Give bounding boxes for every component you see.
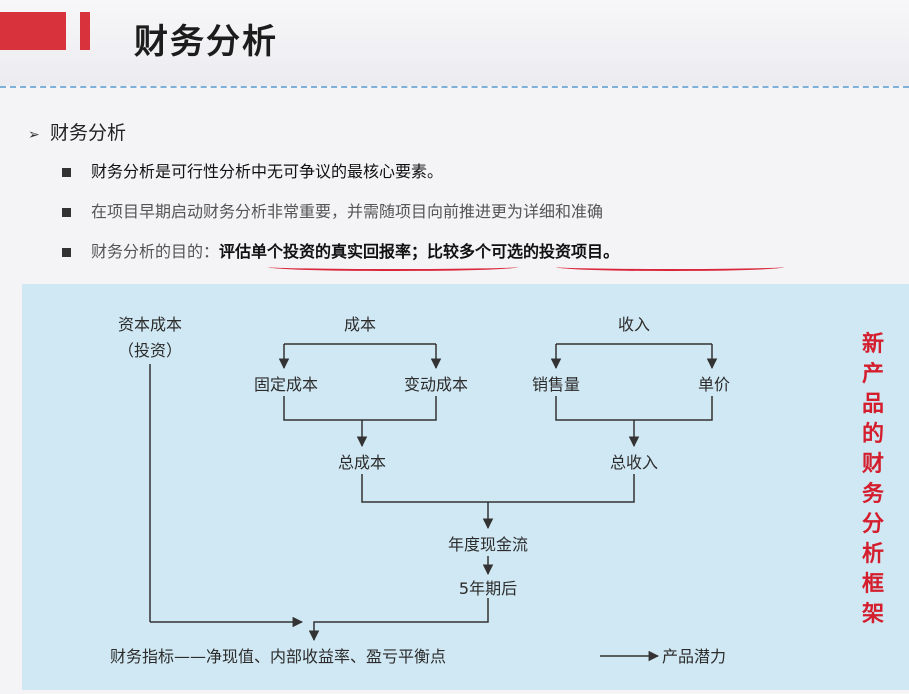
bullet-end: 。 [603,242,620,261]
bullet-text: 财务分析是可行性分析中无可争议的最核心要素。 [91,162,444,181]
total-cost-label: 总成本 [338,453,386,472]
bullet-item: 财务分析是可行性分析中无可争议的最核心要素。 [62,158,443,182]
bullet-emphasis-1: 评估单个投资的真实回报率 [219,242,412,261]
variable-cost-label: 变动成本 [404,375,468,394]
bullet-item: 财务分析的目的：评估单个投资的真实回报率；比较多个可选的投资项目。 [62,238,619,262]
cost-merge-line [283,396,437,421]
square-bullet-icon [62,248,71,257]
totals-merge-line [361,474,635,503]
revenue-label: 收入 [618,315,650,334]
square-bullet-icon [62,208,71,217]
fixed-cost-label: 固定成本 [254,375,318,394]
arrow-bullet-icon: ➢ [28,127,40,143]
bullet-item: 在项目早期启动财务分析非常重要，并需随项目向前推进更为详细和准确 [62,198,603,222]
cost-label: 成本 [344,315,376,334]
annual-cash-flow-label: 年度现金流 [448,535,528,554]
slide-header: 财务分析 [0,0,909,86]
header-accent-bar-small [80,12,90,50]
section-heading: ➢ 财务分析 [28,118,126,145]
capital-cost-label: 资本成本 [118,315,182,334]
square-bullet-icon [62,168,71,177]
framework-diagram-panel: 资本成本 （投资） 成本 收入 固定成本 变动成本 销售量 单价 总成本 总收入… [22,284,909,690]
bullet-text: 在项目早期启动财务分析非常重要，并需随项目向前推进更为详细和准确 [91,202,604,221]
divider [0,86,909,88]
framework-diagram: 资本成本 （投资） 成本 收入 固定成本 变动成本 销售量 单价 总成本 总收入… [110,315,730,666]
product-potential-label: 产品潜力 [662,647,726,666]
handwritten-underline [268,263,518,271]
bullet-emphasis-2: 比较多个可选的投资项目 [427,242,604,261]
capital-investment-label: （投资） [118,341,182,360]
total-revenue-label: 总收入 [610,453,658,472]
sales-volume-label: 销售量 [532,375,580,394]
five-years-label: 5年期后 [459,579,517,598]
section-heading-text: 财务分析 [50,122,127,144]
bullet-prefix: 财务分析的目的： [91,242,220,261]
bullet-separator: ； [411,242,428,261]
arrow-to-indicators [308,598,489,642]
side-caption: 新产品的财务分析框架 [861,332,884,627]
handwritten-underline [556,263,784,271]
unit-price-label: 单价 [698,375,730,394]
header-accent-bar [0,12,66,50]
revenue-merge-line [555,396,713,421]
page-title: 财务分析 [134,22,278,62]
financial-indicators-label: 财务指标——净现值、内部收益率、盈亏平衡点 [110,647,446,666]
